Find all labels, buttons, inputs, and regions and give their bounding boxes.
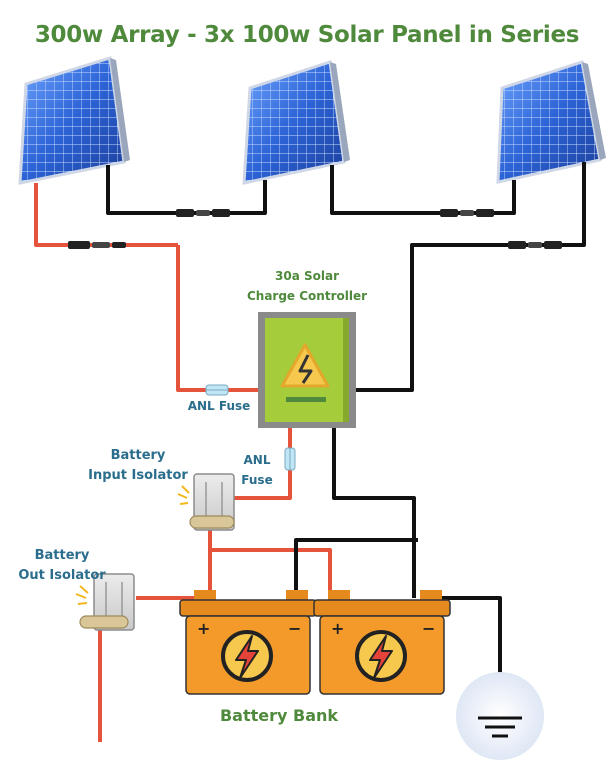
warning-bolt-icon <box>280 343 330 388</box>
controller-label-line2: Charge Controller <box>246 289 368 303</box>
spark-icon <box>75 585 89 605</box>
mc4-connector-icon <box>68 241 126 249</box>
lightning-bolt-icon <box>355 630 407 682</box>
spark-icon <box>177 485 190 505</box>
anl-fuse-label-top: ANL Fuse <box>187 399 251 413</box>
controller-label-line1: 30a Solar <box>275 269 339 283</box>
input-isolator-label-line2: Input Isolator <box>88 468 188 483</box>
mc4-connector-icon <box>440 209 494 217</box>
fuse-icon <box>284 447 296 471</box>
lightning-bolt-icon <box>221 630 273 682</box>
output-isolator-switch <box>75 573 135 631</box>
ground-icon <box>456 672 544 760</box>
anl-fuse-label-bottom: ANL Fuse <box>241 453 273 487</box>
battery-left: + − <box>179 590 317 695</box>
battery-minus-symbol: − <box>422 619 435 638</box>
mc4-connector-icon <box>508 241 562 249</box>
input-isolator-switch <box>177 473 235 531</box>
solar-panel-middle <box>242 60 350 185</box>
output-isolator-label-line2: Out Isolator <box>18 568 106 583</box>
solar-panel-right <box>496 60 606 184</box>
page-title: 300w Array - 3x 100w Solar Panel in Seri… <box>34 22 580 48</box>
fuse-icon <box>205 384 229 396</box>
output-isolator-label: Battery Out Isolator <box>16 546 108 586</box>
input-isolator-label: Battery Input Isolator <box>86 446 190 486</box>
battery-wires <box>98 428 502 742</box>
battery-plus-symbol: + <box>331 619 344 638</box>
mc4-connector-icon <box>176 209 230 217</box>
battery-minus-symbol: − <box>288 619 301 638</box>
input-isolator-label-line1: Battery <box>110 448 166 463</box>
charge-controller <box>258 312 356 428</box>
output-isolator-label-line1: Battery <box>34 548 90 563</box>
battery-bank-label: Battery Bank <box>219 706 339 725</box>
series-wires <box>34 162 586 392</box>
battery-right: + − <box>313 590 451 695</box>
solar-panel-left <box>18 56 130 185</box>
battery-plus-symbol: + <box>197 619 210 638</box>
controller-label: 30a Solar Charge Controller <box>246 266 368 306</box>
